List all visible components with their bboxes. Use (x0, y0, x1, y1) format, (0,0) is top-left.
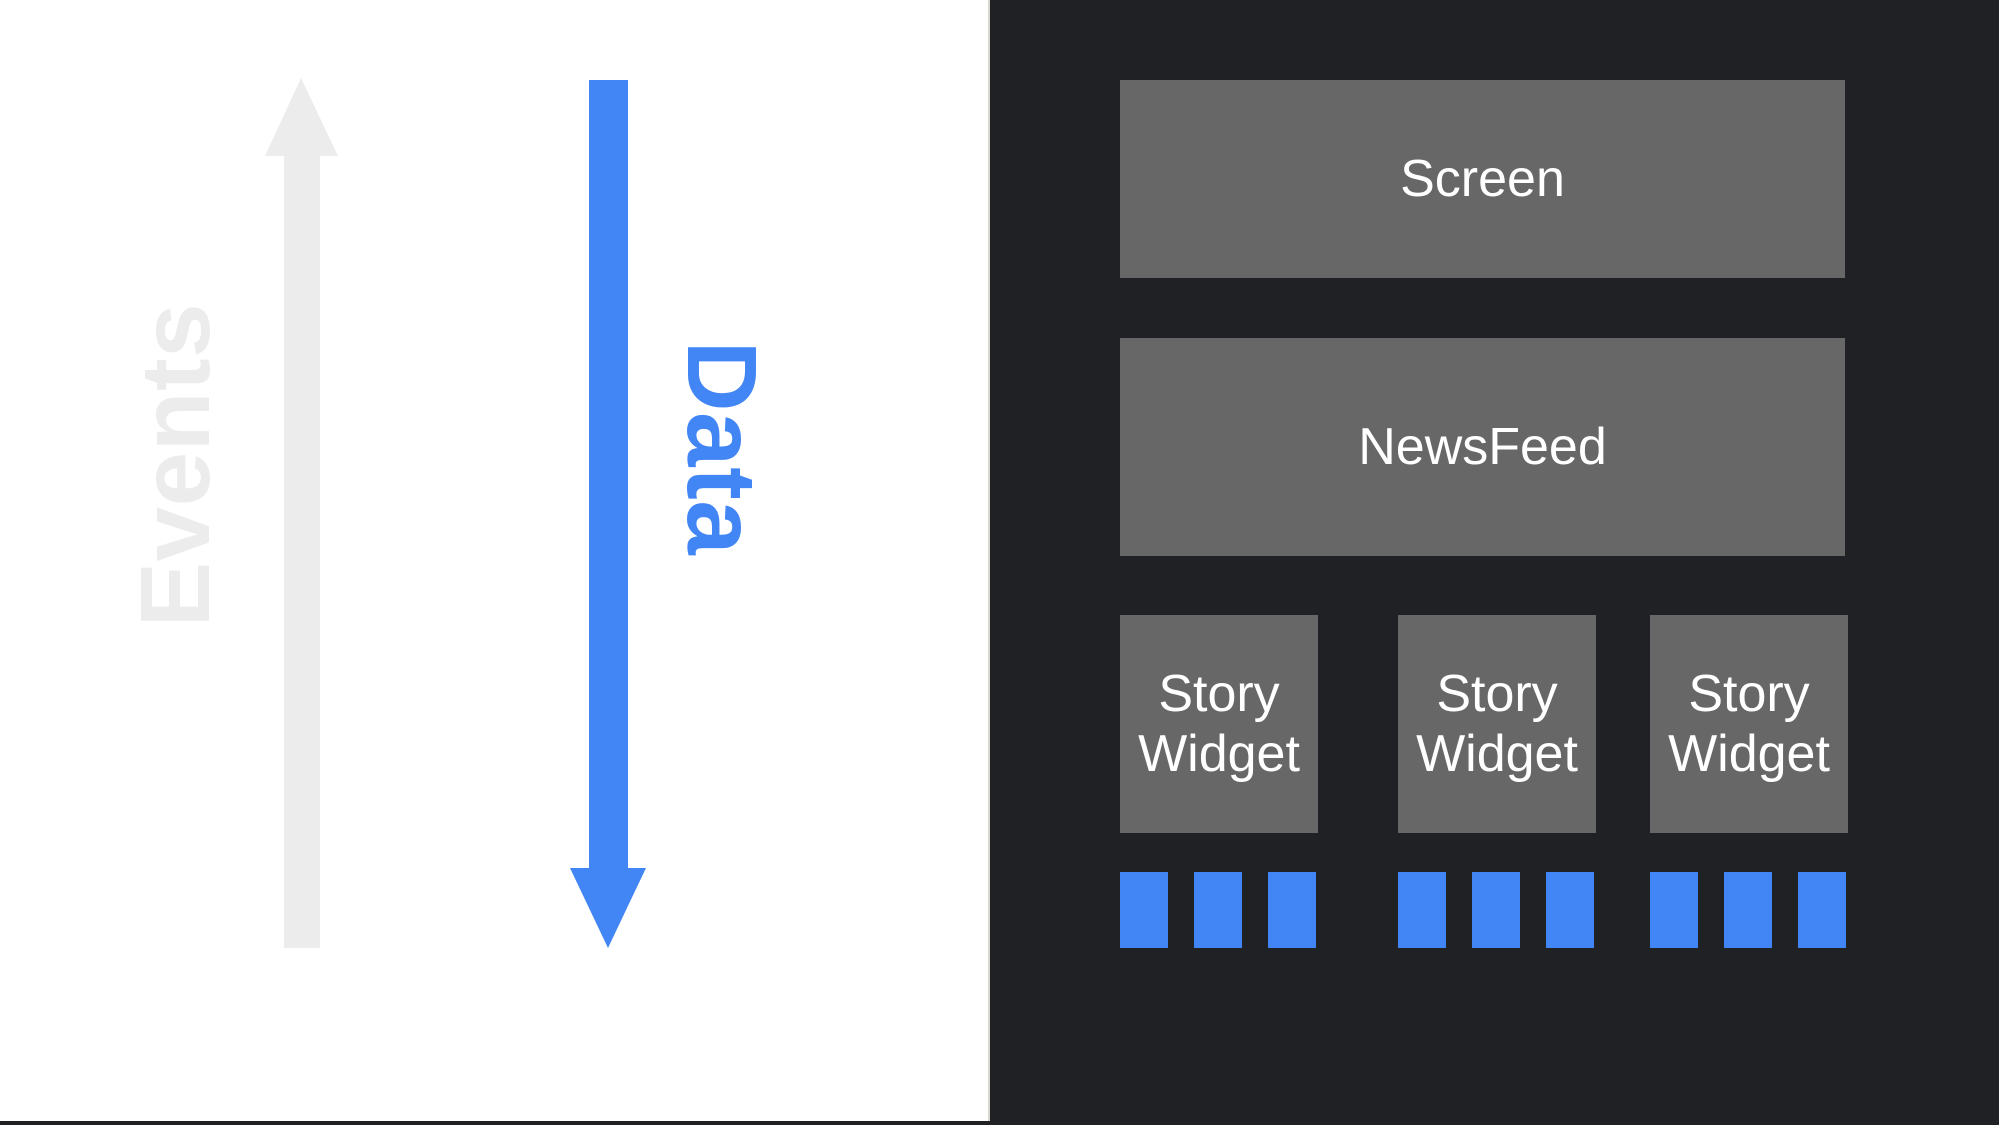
primitive-bar-group (1398, 872, 1594, 948)
events-flow-label: Events (120, 302, 230, 628)
node-story-widget-line2: Widget (1138, 725, 1300, 783)
primitive-bar (1194, 872, 1242, 948)
node-story-widget-line2: Widget (1668, 725, 1830, 783)
primitive-bar (1724, 872, 1772, 948)
node-newsfeed: NewsFeed (1120, 338, 1845, 556)
events-arrow-icon (265, 78, 338, 948)
node-story-widget: Story Widget (1650, 615, 1848, 833)
node-story-widget: Story Widget (1120, 615, 1318, 833)
primitive-bar (1472, 872, 1520, 948)
primitive-bar (1120, 872, 1168, 948)
primitive-bar (1268, 872, 1316, 948)
primitive-bar (1798, 872, 1846, 948)
widget-tree-pane: Screen NewsFeed Story Widget Story Widge… (990, 0, 1999, 1121)
node-screen: Screen (1120, 80, 1845, 278)
node-story-widget-line1: Story (1436, 664, 1558, 723)
node-story-widget-line1: Story (1158, 664, 1280, 723)
primitive-bar-group (1650, 872, 1846, 948)
primitive-bar (1650, 872, 1698, 948)
node-story-widget: Story Widget (1398, 615, 1596, 833)
primitive-bar-group (1120, 872, 1316, 948)
node-story-widget-line2: Widget (1416, 725, 1578, 783)
node-story-widget-line1: Story (1688, 664, 1810, 723)
data-arrow-icon (570, 80, 646, 948)
flow-direction-pane: Events Data (0, 0, 990, 1121)
pane-divider (988, 0, 990, 1121)
primitive-bar (1546, 872, 1594, 948)
data-flow-label: Data (667, 340, 777, 556)
primitive-bar (1398, 872, 1446, 948)
